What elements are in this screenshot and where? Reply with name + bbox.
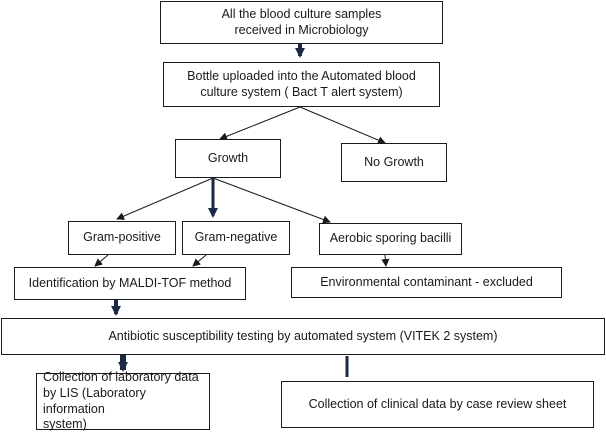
bottle-uploaded-label: Bottle uploaded into the Automated blood… (187, 68, 416, 99)
maldi-tof-label: Identification by MALDI-TOF method (28, 275, 232, 290)
gram-negative-label: Gram-negative (194, 230, 278, 245)
gram-positive-label: Gram-positive (83, 230, 161, 245)
arrow-positive-to-maldi (94, 254, 109, 267)
laboratory-data-label: Collection of laboratory data by LIS (La… (43, 370, 199, 432)
ast-vitek-label: Antibiotic susceptibility testing by aut… (108, 328, 498, 343)
no-growth-label: No Growth (364, 154, 424, 169)
aerobic-sporing-bacilli-box: Aerobic sporing bacilli (319, 223, 462, 255)
laboratory-data-box: Collection of laboratory data by LIS (La… (36, 370, 210, 432)
environmental-contaminant-box: Environmental contaminant - excluded (291, 267, 562, 298)
growth-box: Growth (175, 139, 281, 178)
arrow-bottle-to-growth (219, 106, 301, 141)
clinical-data-box: Collection of clinical data by case revi… (281, 381, 594, 428)
bottle-uploaded-box: Bottle uploaded into the Automated blood… (163, 62, 440, 107)
gram-positive-box: Gram-positive (68, 221, 176, 255)
environmental-contaminant-label: Environmental contaminant - excluded (320, 274, 533, 289)
gram-negative-box: Gram-negative (182, 221, 290, 255)
ast-vitek-box: Antibiotic susceptibility testing by aut… (1, 318, 605, 355)
all-samples-box: All the blood culture samples received i… (160, 1, 443, 44)
growth-label: Growth (207, 150, 249, 165)
no-growth-box: No Growth (341, 143, 447, 182)
maldi-tof-box: Identification by MALDI-TOF method (14, 267, 246, 300)
all-samples-label: All the blood culture samples received i… (221, 6, 382, 37)
arrow-growth-to-positive (116, 177, 214, 220)
arrow-growth-to-aerobic (212, 177, 331, 224)
arrow-bottle-to-no-growth (299, 106, 386, 144)
clinical-data-label: Collection of clinical data by case revi… (308, 396, 567, 411)
arrow-negative-to-maldi (192, 254, 207, 267)
arrow-aerobic-to-environmental (381, 254, 390, 267)
aerobic-sporing-bacilli-label: Aerobic sporing bacilli (329, 231, 452, 246)
